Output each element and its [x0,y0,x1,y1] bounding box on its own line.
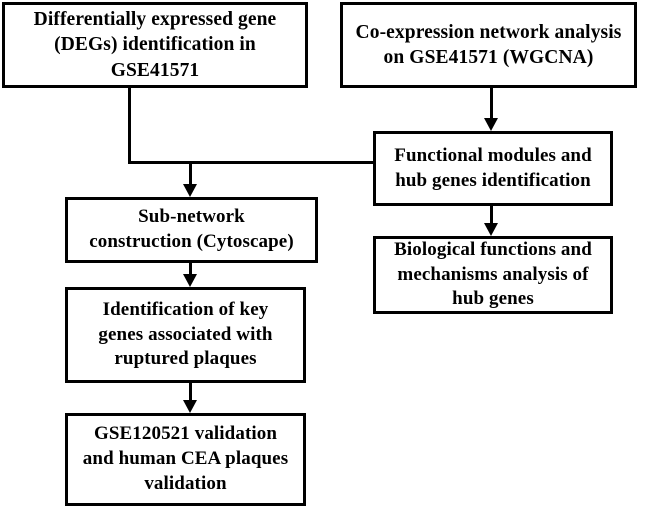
connector-degs-modules-horizontal [128,161,376,164]
connector-degs-vertical [128,88,131,164]
node-subnetwork-construction: Sub-network construction (Cytoscape) [65,197,318,263]
node-biofunc-label: Biological functions and mechanisms anal… [394,238,592,310]
arrowhead-to-biofunctions [484,223,498,236]
node-biological-functions-mechanisms: Biological functions and mechanisms anal… [373,236,613,314]
arrowhead-to-subnetwork [183,184,197,197]
arrowhead-to-modules [484,118,498,131]
connector-wgcna-to-modules [490,88,493,120]
node-key-genes-ruptured-plaques: Identification of key genes associated w… [65,287,306,383]
node-subnet-label: Sub-network construction (Cytoscape) [89,206,294,252]
connector-subnetwork-to-keygenes [189,263,192,276]
node-wgcna-label: Co-expression network analysis on GSE415… [355,21,622,68]
connector-branch-to-subnetwork [189,164,192,188]
connector-keygenes-to-validation [189,383,192,402]
arrowhead-to-validation [183,400,197,413]
node-modules-label: Functional modules and hub genes identif… [394,144,592,191]
node-degs-label: Differentially expressed gene (DEGs) ide… [33,8,277,81]
arrowhead-to-keygenes [183,274,197,287]
node-degs-identification: Differentially expressed gene (DEGs) ide… [2,2,308,88]
node-validation-label: GSE120521 validation and human CEA plaqu… [82,423,289,494]
node-gse120521-cea-validation: GSE120521 validation and human CEA plaqu… [65,413,306,506]
node-functional-modules-hub-genes: Functional modules and hub genes identif… [373,131,613,206]
connector-modules-to-biofunctions [490,206,493,226]
node-keygenes-label: Identification of key genes associated w… [98,298,273,370]
node-coexpression-wgcna: Co-expression network analysis on GSE415… [340,2,637,88]
